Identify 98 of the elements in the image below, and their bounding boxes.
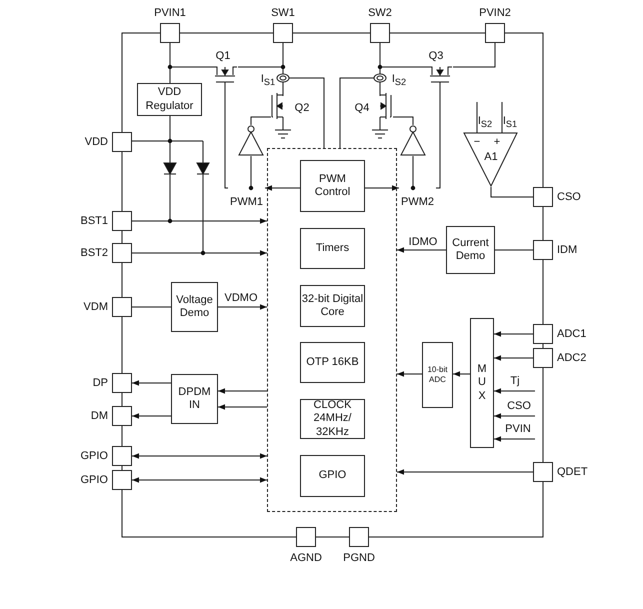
input-label: I$_{S1}$ bbox=[502, 114, 518, 130]
connector-line bbox=[250, 116, 272, 126]
pin-pad bbox=[349, 527, 369, 547]
connector-line bbox=[436, 82, 440, 188]
arrow bbox=[218, 304, 268, 310]
demodulator-block: Voltage Demo bbox=[171, 282, 218, 332]
pin-label: QDET bbox=[557, 466, 588, 478]
pin-pad bbox=[112, 446, 132, 466]
pin-label: GPIO bbox=[80, 474, 108, 486]
pin-label: VDD bbox=[84, 136, 108, 148]
edge-label: CSO bbox=[506, 400, 532, 412]
clock-block: CLOCK 24MHz/ 32KHz bbox=[300, 399, 365, 439]
control-block: PWM Control bbox=[300, 160, 365, 212]
interface-block: DPDM IN bbox=[171, 374, 218, 424]
pin-label: CSO bbox=[557, 190, 581, 204]
pin-label: PVIN2 bbox=[479, 6, 511, 20]
pin-label: DM bbox=[90, 410, 108, 422]
pin-label: SW2 bbox=[368, 6, 392, 20]
pin-pad bbox=[533, 240, 553, 260]
pin-label: ADC1 bbox=[557, 328, 586, 340]
pin-label: BST2 bbox=[80, 246, 108, 260]
demodulator-block: Current Demo bbox=[446, 226, 495, 274]
pin-pad bbox=[273, 23, 293, 43]
arrow bbox=[132, 250, 268, 256]
pin-pad bbox=[485, 23, 505, 43]
arrow bbox=[396, 469, 534, 475]
arrow bbox=[494, 388, 536, 394]
pin-label: BST1 bbox=[80, 214, 108, 228]
transistor-label: Q2 bbox=[294, 102, 310, 114]
arrow bbox=[132, 477, 268, 483]
transistor-label: Q4 bbox=[354, 102, 370, 114]
core-boundary bbox=[267, 148, 397, 512]
connector-line bbox=[412, 156, 414, 186]
pin-pad bbox=[112, 132, 132, 152]
pin-pad bbox=[533, 348, 553, 368]
arrow bbox=[218, 404, 268, 410]
gpio-block: GPIO bbox=[300, 455, 365, 497]
arrow bbox=[494, 355, 534, 361]
pin-pad bbox=[533, 324, 553, 344]
arrow bbox=[364, 185, 400, 191]
pin-label: DP bbox=[92, 376, 108, 390]
edge-label: VDMO bbox=[224, 292, 258, 304]
memory-block: OTP 16KB bbox=[300, 342, 365, 383]
pin-pad bbox=[112, 373, 132, 393]
pin-pad bbox=[112, 243, 132, 263]
pin-pad bbox=[112, 211, 132, 231]
pin-pad bbox=[112, 470, 132, 490]
signal-label: PWM2 bbox=[401, 196, 434, 208]
pin-label: IDM bbox=[557, 244, 578, 256]
arrow bbox=[132, 413, 172, 419]
arrow bbox=[494, 413, 536, 419]
pin-pad bbox=[296, 527, 316, 547]
pin-pad bbox=[112, 297, 132, 317]
connector-line bbox=[132, 306, 172, 308]
connector-line bbox=[490, 186, 534, 198]
edge-label: Tj bbox=[509, 374, 521, 388]
pin-label: AGND bbox=[290, 552, 322, 564]
arrow bbox=[132, 380, 172, 386]
arrow bbox=[132, 218, 268, 224]
pin-pad bbox=[112, 406, 132, 426]
regulator-block: VDD Regulator bbox=[137, 83, 202, 116]
connector-line bbox=[452, 42, 496, 68]
sense-label: I$_{S2}$ bbox=[392, 72, 406, 88]
pin-pad bbox=[533, 462, 553, 482]
pin-pad bbox=[533, 187, 553, 207]
connector-line bbox=[392, 116, 414, 126]
arrow bbox=[264, 185, 300, 191]
timer-block: Timers bbox=[300, 228, 365, 269]
pin-pad bbox=[160, 23, 180, 43]
pin-label: VDM bbox=[84, 300, 108, 314]
arrow bbox=[132, 453, 268, 459]
multiplexer-block: M U X bbox=[470, 318, 494, 448]
arrow bbox=[452, 371, 470, 377]
polarity-sign: − bbox=[474, 136, 480, 148]
connector-line bbox=[132, 116, 170, 142]
transistor-label: Q3 bbox=[428, 50, 444, 62]
transistor-label: Q1 bbox=[216, 50, 230, 62]
polarity-sign: + bbox=[494, 136, 500, 148]
pin-label: ADC2 bbox=[557, 352, 586, 364]
signal-label: PWM1 bbox=[230, 196, 263, 208]
arrow bbox=[396, 371, 422, 377]
input-label: I$_{S2}$ bbox=[478, 114, 492, 130]
arrow bbox=[218, 388, 268, 394]
amplifier-label: A1 bbox=[484, 150, 498, 164]
pin-label: SW1 bbox=[271, 6, 295, 20]
arrow bbox=[396, 247, 446, 253]
sense-label: I$_{S1}$ bbox=[260, 72, 276, 88]
connector-line bbox=[224, 82, 228, 188]
pin-label: PGND bbox=[343, 552, 375, 564]
pin-pad bbox=[370, 23, 390, 43]
arrow bbox=[494, 331, 534, 337]
pin-label: PVIN1 bbox=[154, 6, 186, 20]
edge-label: IDMO bbox=[408, 236, 438, 248]
processor-core-block: 32-bit Digital Core bbox=[300, 285, 365, 327]
adc-block: 10-bit ADC bbox=[422, 342, 453, 408]
pin-label: GPIO bbox=[80, 450, 108, 462]
arrow bbox=[494, 436, 536, 442]
connector-line bbox=[250, 156, 252, 186]
